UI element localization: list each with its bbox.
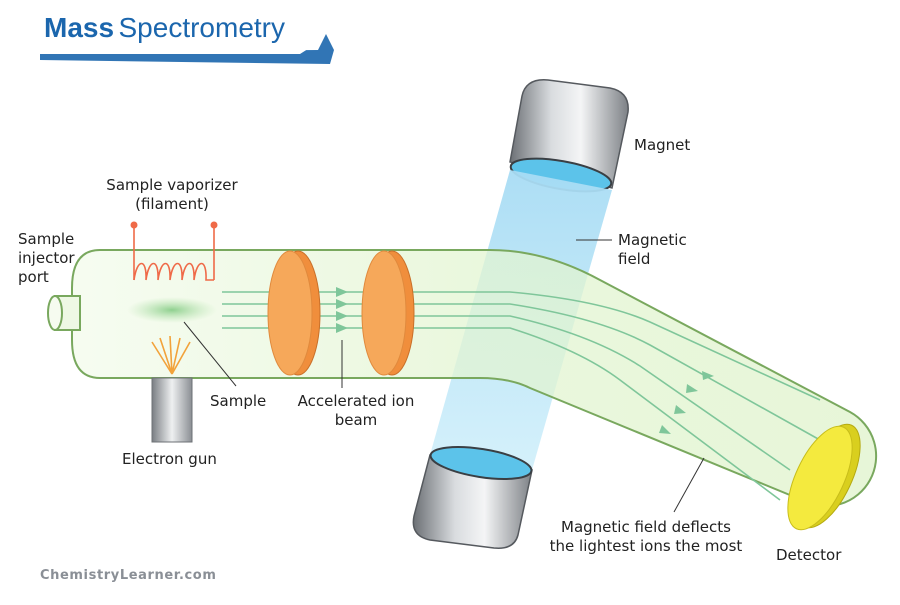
- ion-beam: [222, 291, 821, 501]
- leader-lines: [183, 239, 705, 513]
- page-title: Mass Spectrometry: [44, 12, 344, 52]
- label-deflection-note-line-2: the lightest ions the most: [549, 537, 743, 555]
- label-accelerated-ion-beam: Accelerated ion beam: [286, 392, 426, 430]
- sample-cloud: [127, 297, 217, 323]
- accelerator-plate-2: [361, 250, 415, 376]
- sample-vaporizer-filament: [130, 221, 218, 281]
- label-sample: Sample: [210, 392, 267, 410]
- leader-deflection: [673, 457, 705, 513]
- title-light: Spectrometry: [118, 12, 286, 43]
- label-detector: Detector: [776, 546, 842, 564]
- title-bold: Mass: [44, 12, 115, 43]
- label-magnetic-field-line-2: field: [618, 250, 651, 268]
- label-electron-gun: Electron gun: [122, 450, 217, 468]
- sample-injector-port: [47, 295, 81, 331]
- label-sample-injector-port-line-3: port: [18, 268, 49, 286]
- ion-beam-arrows: [336, 287, 714, 434]
- label-magnetic-field-line-1: Magnetic: [618, 231, 687, 249]
- label-magnetic-field: Magnetic field: [618, 231, 687, 269]
- label-sample-vaporizer-line-2: (filament): [135, 195, 209, 213]
- label-accelerated-ion-beam-line-2: beam: [334, 411, 378, 429]
- label-deflection-note: Magnetic field deflects the lightest ion…: [536, 518, 756, 556]
- electron-burst: [151, 335, 191, 375]
- label-deflection-note-line-1: Magnetic field deflects: [561, 518, 731, 536]
- credit-text: ChemistryLearner.com: [40, 568, 217, 583]
- label-sample-injector-port-line-1: Sample: [18, 230, 75, 248]
- lower-magnet: [412, 446, 533, 549]
- detector: [787, 423, 861, 531]
- label-accelerated-ion-beam-line-1: Accelerated ion: [297, 392, 415, 410]
- title-swoosh: [40, 34, 334, 64]
- electron-gun: [151, 377, 193, 443]
- label-sample-vaporizer: Sample vaporizer (filament): [96, 176, 248, 214]
- label-sample-injector-port-line-2: injector: [18, 249, 75, 267]
- label-sample-injector-port: Sample injector port: [18, 230, 75, 287]
- label-sample-vaporizer-line-1: Sample vaporizer: [106, 176, 238, 194]
- leader-sample: [183, 321, 237, 387]
- accelerator-plate-1: [267, 250, 321, 376]
- label-magnet: Magnet: [634, 136, 691, 154]
